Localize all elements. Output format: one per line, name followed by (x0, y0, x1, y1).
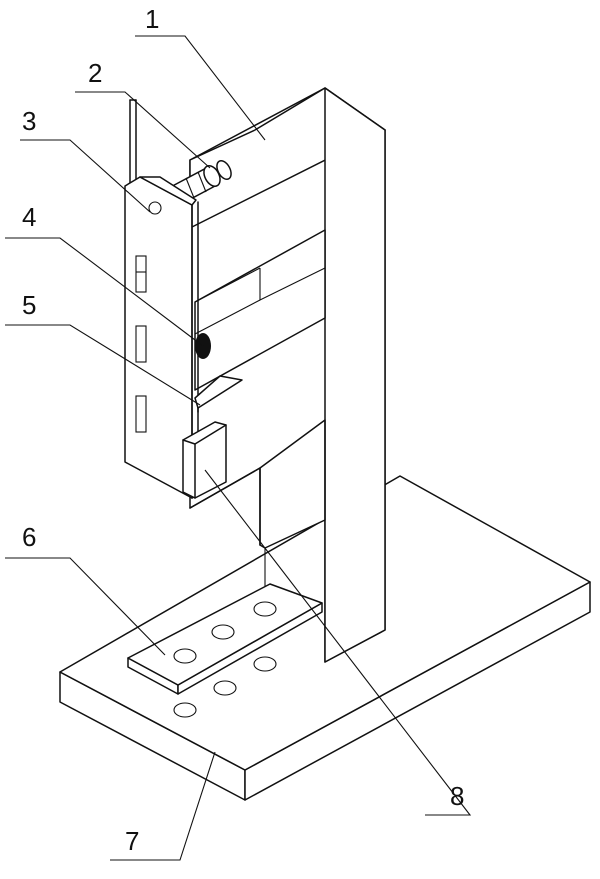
plate-slot (135, 395, 147, 433)
label-2: 2 (88, 58, 102, 88)
label-6: 6 (22, 522, 36, 552)
label-4: 4 (22, 202, 36, 232)
top-plate (127, 583, 323, 695)
label-1: 1 (145, 4, 159, 34)
plate-slot (135, 325, 147, 363)
base-hole (173, 702, 197, 718)
leader-lines (5, 35, 472, 861)
label-3: 3 (22, 106, 36, 136)
support-shelf (194, 375, 243, 413)
label-7: 7 (125, 826, 139, 856)
guide-rod (129, 99, 137, 189)
upright-frame (189, 87, 386, 663)
label-5: 5 (22, 290, 36, 320)
plate-hole (211, 624, 235, 640)
base-hole (213, 680, 237, 696)
bracket (182, 421, 227, 499)
base-hole (253, 656, 277, 672)
plate-hole (173, 648, 197, 664)
label-8: 8 (450, 781, 464, 811)
plate-slot (135, 255, 147, 293)
plate-hole (253, 601, 277, 617)
pivot-hole (148, 201, 162, 215)
